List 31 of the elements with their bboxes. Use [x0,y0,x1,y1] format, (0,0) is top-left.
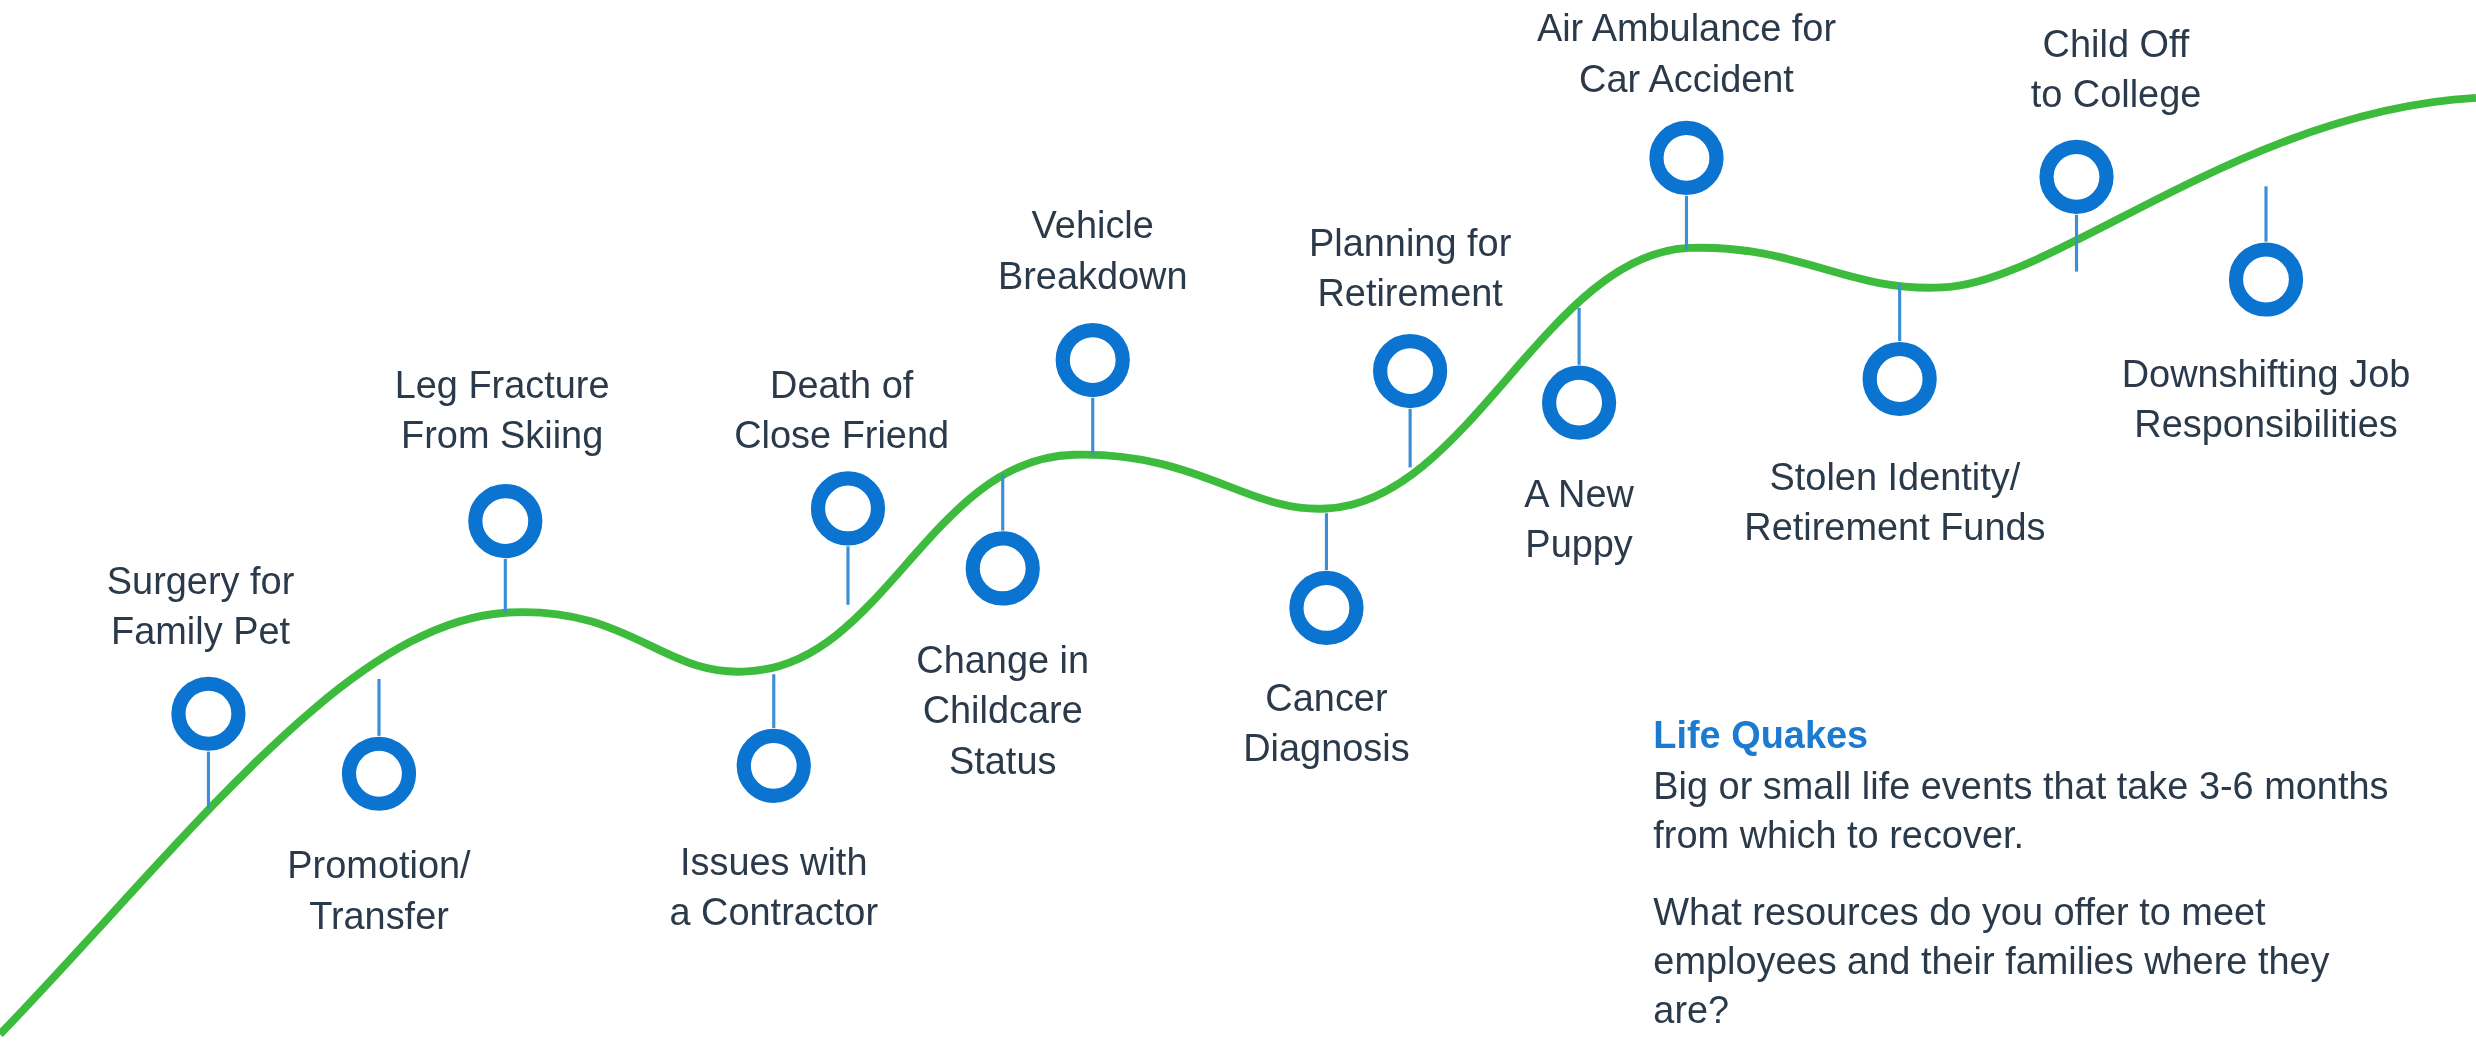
event-label: Child Off to College [2029,21,2203,118]
event-label: A New Puppy [1523,471,1635,568]
event-label: Downshifting Job Responsibilities [2120,351,2412,448]
leader-line [206,751,210,809]
leader-line [503,559,507,613]
note-heading: Life Quakes [1653,712,1869,759]
leader-line [772,674,776,728]
leader-line [2264,186,2268,242]
note-text: What resources do you offer to meet employees and their families where they are? [1653,889,2331,1034]
event-label: Cancer Diagnosis [1242,674,1411,771]
leader-line [1408,409,1412,468]
event-label: Vehicle Breakdown [996,202,1189,299]
event-label: Issues with a Contractor [668,839,880,936]
leader-line [1324,513,1328,571]
event-label: Planning for Retirement [1308,220,1513,317]
leader-line [1898,284,1902,342]
leader-line [1684,195,1689,250]
leader-line [1091,397,1095,455]
event-label: Change in Childcare Status [915,636,1091,784]
event-label: Leg Fracture From Skiing [393,362,611,459]
event-label: Death of Close Friend [733,362,951,459]
leader-line [2074,214,2079,272]
leader-line [377,679,381,736]
note-text: Big or small life events that take 3-6 months from which to recover. [1653,763,2390,858]
event-label: Promotion/ Transfer [286,842,472,939]
event-label: Air Ambulance for Car Accident [1535,5,1837,102]
leader-line [1577,307,1581,365]
event-label: Surgery for Family Pet [105,558,296,655]
leader-line [1001,473,1005,531]
leader-line [846,546,850,605]
event-label: Stolen Identity/ Retirement Funds [1743,453,2047,550]
